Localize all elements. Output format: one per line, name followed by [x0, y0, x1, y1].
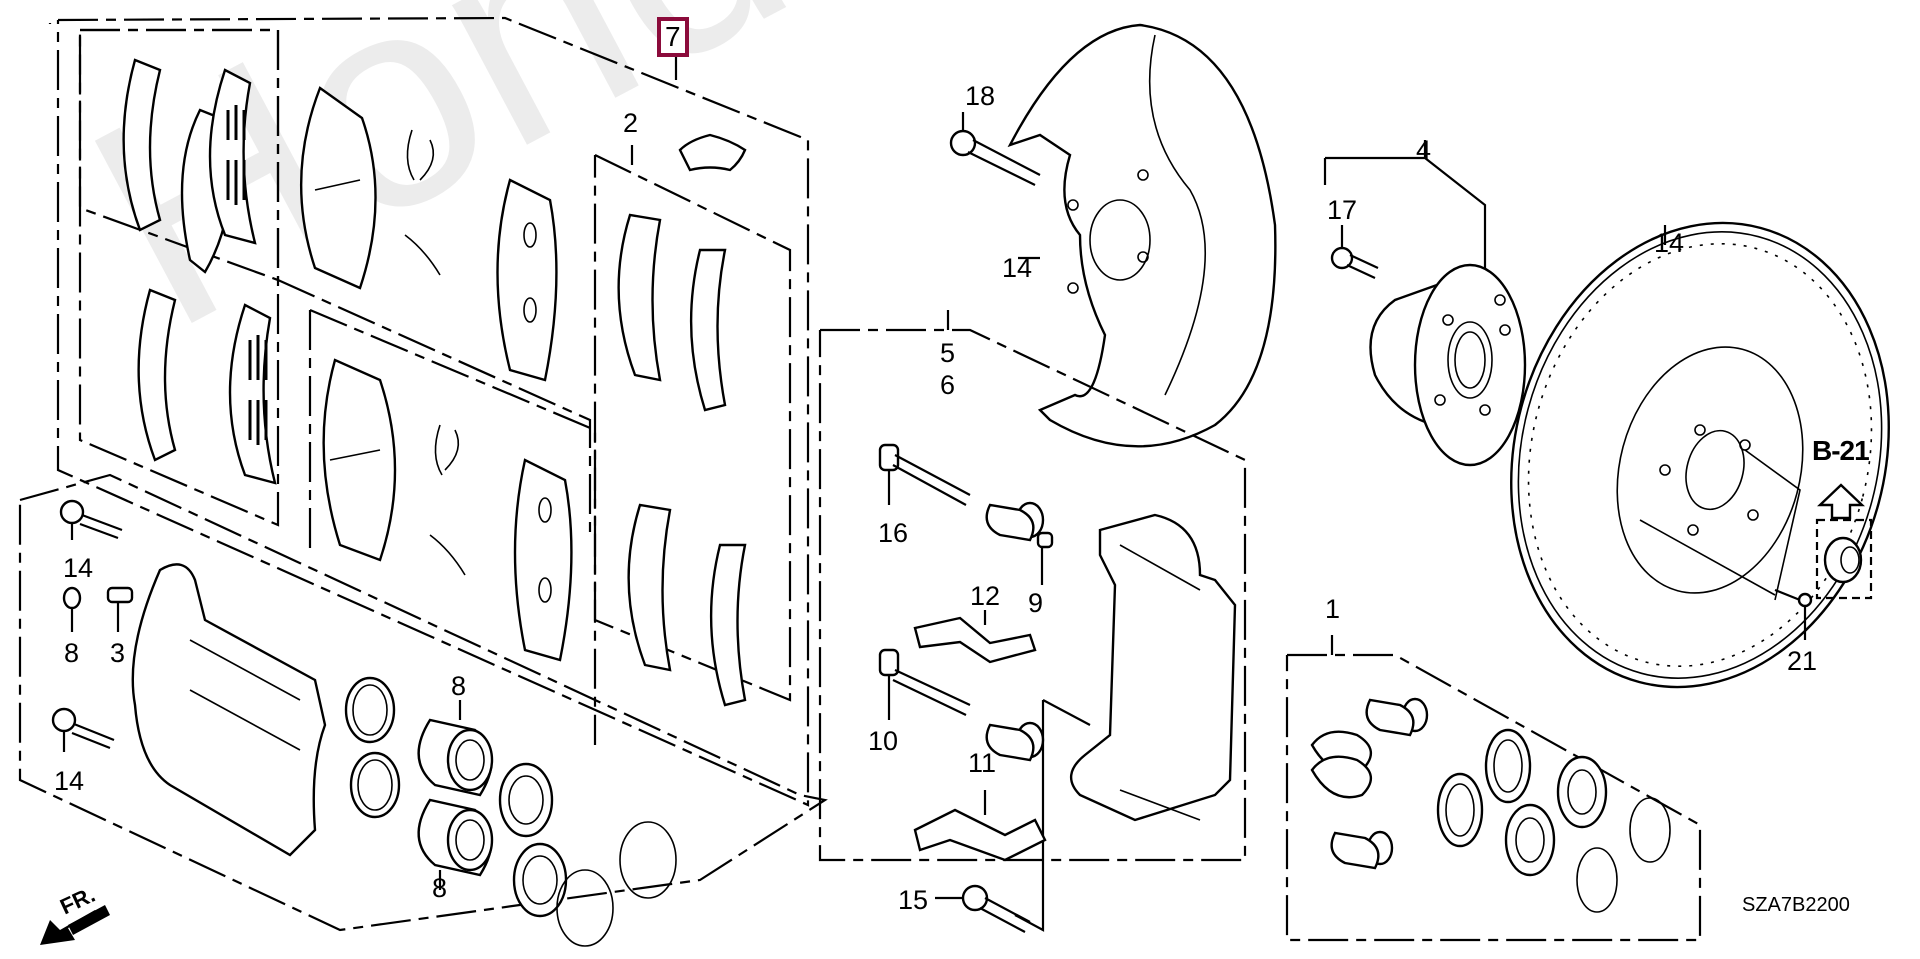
- callout-5[interactable]: 5: [940, 338, 956, 368]
- hub-boundary: [1323, 140, 1487, 275]
- shim-set-2: [617, 133, 747, 707]
- callout-11[interactable]: 10: [868, 726, 899, 756]
- callout-2[interactable]: 2: [623, 108, 639, 138]
- callout-1[interactable]: 1: [1325, 594, 1341, 624]
- brake-disc: [1510, 221, 1890, 689]
- splash-guard: [1007, 23, 1277, 448]
- bleeder-cap: [62, 586, 82, 632]
- callout-3[interactable]: 3: [110, 638, 126, 668]
- caliper-bracket: [1070, 513, 1237, 822]
- callout-13[interactable]: 12: [970, 581, 1001, 611]
- bracket-bolt: [935, 884, 1031, 933]
- hub-unit: [1369, 263, 1527, 467]
- seal-kit-parts: [1310, 697, 1671, 913]
- caliper-boundary: [18, 473, 828, 932]
- seal-kit-boundary: [1285, 635, 1702, 942]
- callout-8-lower[interactable]: 8: [432, 873, 448, 903]
- callout-4[interactable]: 4: [1416, 135, 1432, 165]
- pad-retainer-lower: [913, 790, 1047, 862]
- bleeder-screw: [106, 586, 134, 632]
- pad-set-boundary: [48, 16, 810, 807]
- pad-retainer-upper: [913, 610, 1037, 664]
- shim-lower: [137, 288, 277, 485]
- pin-boot-nut: [1036, 531, 1054, 585]
- caliper-bolt-upper: [59, 499, 123, 540]
- callout-10[interactable]: 9: [1028, 588, 1044, 618]
- shim-upper: [122, 58, 441, 276]
- diagram-code: SZA7B2200: [1742, 894, 1850, 916]
- callout-17[interactable]: 16: [878, 518, 909, 548]
- b21-reference: [1815, 483, 1873, 600]
- caliper-body: [131, 563, 327, 857]
- lower-slide-pin: [878, 648, 971, 720]
- callout-20[interactable]: 18: [965, 81, 996, 111]
- caliper-bolt-lower: [51, 707, 115, 752]
- callout-14-upper[interactable]: 14: [63, 553, 94, 583]
- disc-screw: [1639, 449, 1813, 640]
- external-reference-b21[interactable]: B-21: [1812, 435, 1870, 466]
- upper-pin-boot: [985, 501, 1045, 542]
- callout-14-lower[interactable]: 14: [54, 766, 85, 796]
- piston-seals: [344, 676, 677, 947]
- upper-slide-pin: [878, 443, 971, 506]
- front-direction-arrow: [40, 905, 110, 945]
- hub-bolt: [1330, 225, 1379, 279]
- callout-9[interactable]: 8: [64, 638, 80, 668]
- callout-16[interactable]: 14: [1002, 253, 1033, 283]
- brake-pad-lower: [322, 358, 573, 662]
- callout-6[interactable]: 6: [940, 370, 956, 400]
- callout-18[interactable]: 15: [898, 885, 929, 915]
- callout-12[interactable]: 11: [968, 748, 997, 778]
- callout-21[interactable]: 21: [1787, 646, 1818, 676]
- callout-19[interactable]: 17: [1327, 195, 1358, 225]
- callout-15[interactable]: 14: [1654, 228, 1685, 258]
- callout-7-reference-box[interactable]: 7: [657, 17, 689, 57]
- callout-8-upper[interactable]: 8: [451, 671, 467, 701]
- splash-guard-bolt: [949, 112, 1041, 186]
- lower-pin-boot: [985, 721, 1045, 762]
